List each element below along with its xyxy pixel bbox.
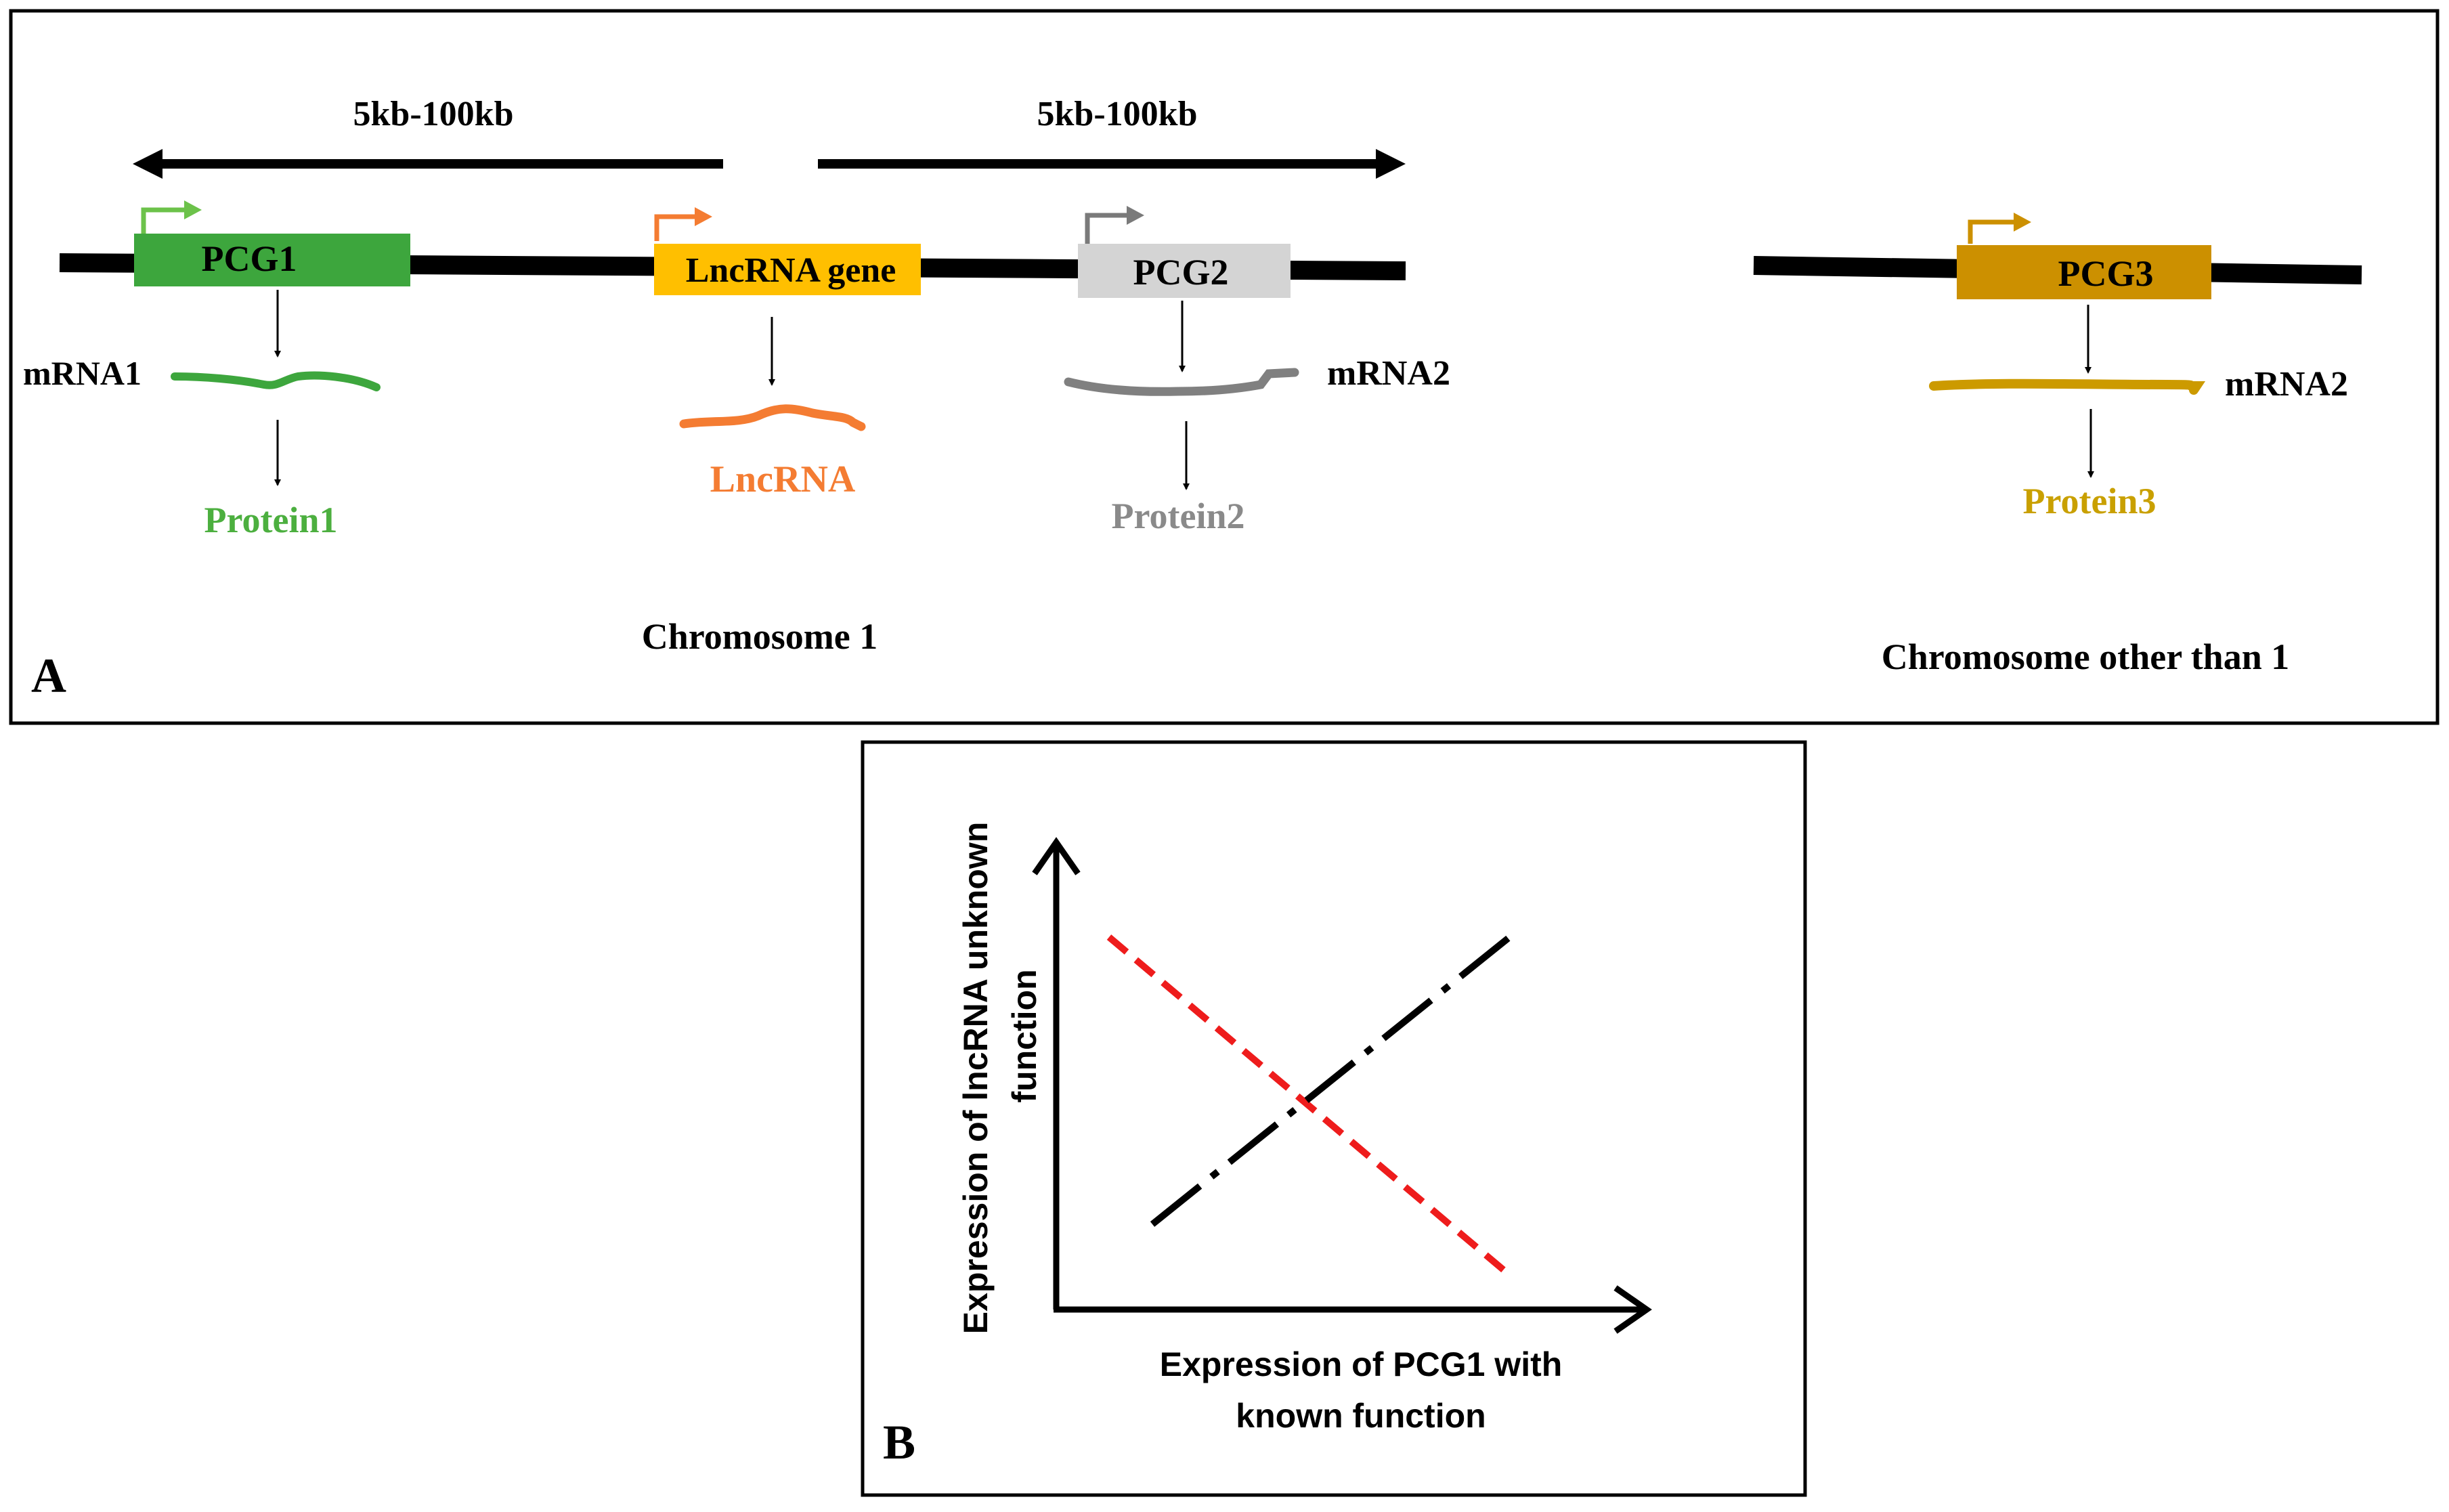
gene-label-pcg2: PCG2 <box>1133 252 1229 293</box>
gene-box-pcg3 <box>1957 245 2211 299</box>
lncrna-label: LncRNA <box>710 458 856 500</box>
x-axis-label-line2: known function <box>1236 1397 1486 1435</box>
x-axis-label-line1: Expression of PCG1 with <box>1160 1345 1563 1383</box>
panel-a: 5kb-100kb 5kb-100kb PCG1 mRNA1 Protein1 … <box>9 9 2440 725</box>
chromosome-other-caption: Chromosome other than 1 <box>1882 636 2290 677</box>
y-axis <box>1032 837 1081 1310</box>
mrna1-label: mRNA1 <box>23 354 142 392</box>
protein3-label: Protein3 <box>2023 481 2157 521</box>
mrna2-transcript <box>1064 368 1299 396</box>
gene-box-pcg1 <box>134 234 410 286</box>
y-axis-label-line2: function <box>1005 969 1043 1102</box>
x-axis <box>1054 1285 1652 1334</box>
y-axis-label-line1: Expression of lncRNA unknown <box>957 822 995 1335</box>
distance-arrow-left <box>133 149 723 179</box>
tss-arrow-pcg2 <box>1085 206 1144 244</box>
panel-b: Expression of lncRNA unknown function Ex… <box>861 740 1807 1497</box>
distance-label-right: 5kb-100kb <box>1037 95 1198 133</box>
panel-a-frame <box>9 9 2440 725</box>
gene-box-pcg2 <box>1078 244 1291 298</box>
chromosome-1-caption: Chromosome 1 <box>642 616 877 657</box>
lncrna-transcript <box>679 404 866 431</box>
panel-b-frame <box>861 740 1807 1497</box>
mrna1-transcript <box>171 371 381 391</box>
tss-arrow-pcg3 <box>1968 213 2031 244</box>
gene-box-lncrna <box>654 244 921 295</box>
panel-a-label: A <box>31 649 66 703</box>
mrna-pcg3-transcript <box>1929 379 2206 395</box>
gene-label-pcg1: PCG1 <box>202 238 297 279</box>
gene-label-pcg3: PCG3 <box>2058 253 2154 294</box>
positive-correlation-line <box>1150 933 1514 1227</box>
protein1-label: Protein1 <box>204 500 338 540</box>
distance-arrow-right <box>818 149 1406 179</box>
panel-b-label: B <box>883 1415 915 1469</box>
distance-label-left: 5kb-100kb <box>353 95 514 133</box>
tss-arrow-lncrna <box>654 207 712 241</box>
negative-correlation-line <box>1106 934 1510 1276</box>
tss-arrow-pcg1 <box>141 200 202 234</box>
protein2-label: Protein2 <box>1112 496 1245 536</box>
mrna2-label: mRNA2 <box>1327 354 1450 393</box>
mrna2-chr-other-label: mRNA2 <box>2225 365 2348 404</box>
gene-label-lncrna: LncRNA gene <box>686 251 896 290</box>
